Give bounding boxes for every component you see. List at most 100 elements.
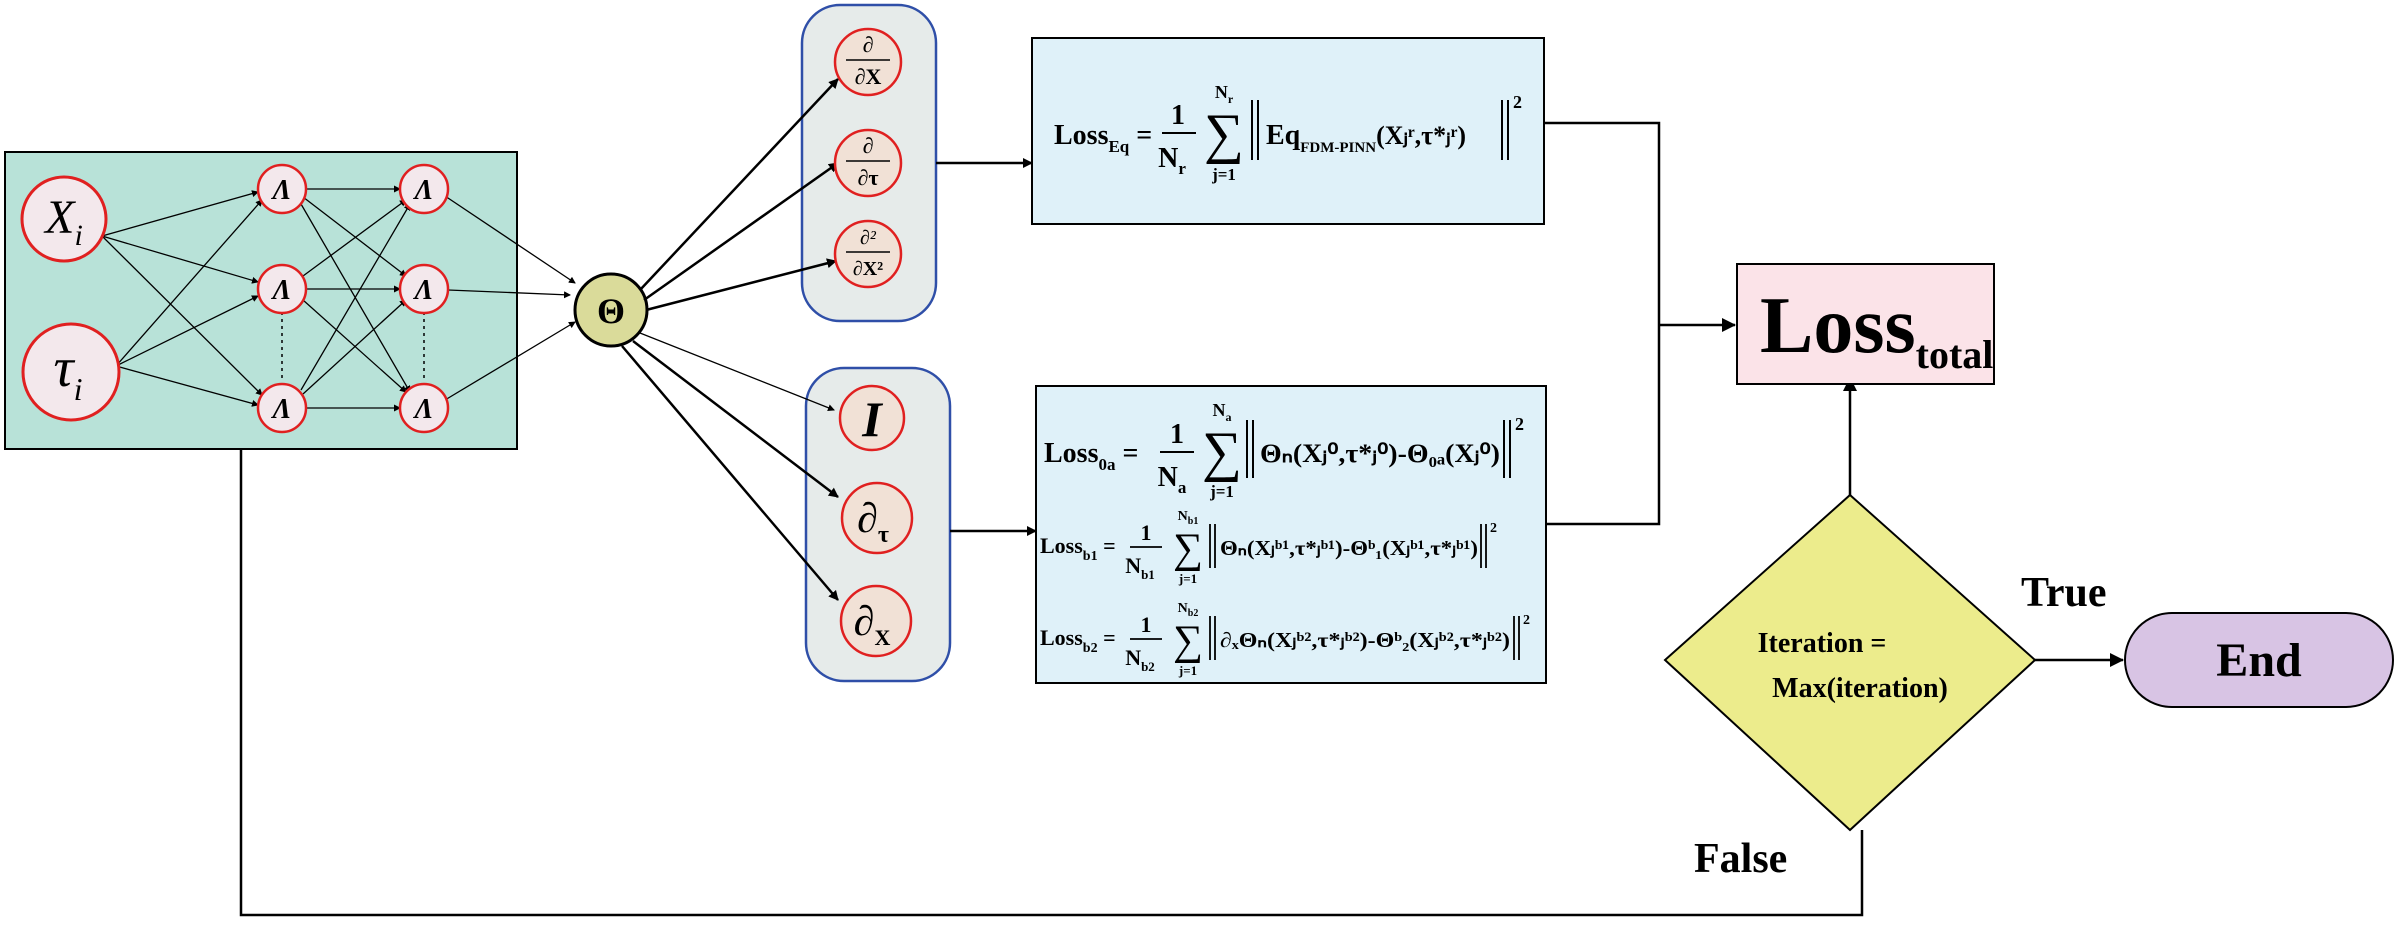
svg-text:LossEq =: LossEq = xyxy=(1054,120,1152,156)
loss-b1-sum-top: N xyxy=(1178,509,1188,524)
loss-b2-sum-top-sub: b2 xyxy=(1188,608,1199,619)
input-x-sub: i xyxy=(74,219,82,252)
svg-text:Xi: Xi xyxy=(43,191,83,252)
false-label: False xyxy=(1694,836,1787,882)
operator-node-identity: I xyxy=(838,384,906,452)
hidden-layer-1: Λ Λ Λ xyxy=(256,163,308,434)
sum-symbol: ∑ xyxy=(1173,618,1203,664)
input-tau-sub: i xyxy=(74,371,83,407)
loss-eq-body: Eq xyxy=(1266,120,1301,151)
svg-text:∂X: ∂X xyxy=(854,599,891,650)
loss-0a-sum-bottom: j=1 xyxy=(1209,482,1234,501)
op-dtau-base: ∂ xyxy=(857,496,878,542)
loss-0a-lhs: Loss xyxy=(1044,438,1099,469)
theta-arrows xyxy=(621,78,839,601)
sum-symbol: ∑ xyxy=(1173,526,1203,572)
loss-b1-body: Θₙ(Xⱼᵇ¹,τ*ⱼᵇ¹)-Θᵇ₁(Xⱼᵇ¹,τ*ⱼᵇ¹) xyxy=(1220,536,1478,560)
neuron xyxy=(398,263,450,315)
loss-b1-lhs-sub: b1 xyxy=(1083,549,1098,564)
loss-eq-sum-top-sub: r xyxy=(1228,92,1234,106)
svg-text:Na: Na xyxy=(1213,400,1232,424)
loss-b2-lhs: Loss xyxy=(1040,625,1083,650)
svg-text:Lossb2 =: Lossb2 = xyxy=(1040,625,1116,656)
neuron-label: Λ xyxy=(271,175,292,206)
input-node-tau: τi xyxy=(21,322,121,422)
loss-eq-lhs: Loss xyxy=(1054,120,1109,151)
output-node-theta: Θ xyxy=(573,272,649,348)
loss-0a-den: N xyxy=(1158,462,1178,493)
op-dtau-sub: τ xyxy=(878,522,889,548)
svg-text:Nr: Nr xyxy=(1215,82,1234,106)
output-symbol: Θ xyxy=(597,291,625,331)
input-tau-base: τ xyxy=(54,337,76,399)
loss-total-box xyxy=(1736,263,1995,385)
loss-b2-den-sub: b2 xyxy=(1141,659,1155,674)
dx2-den: ∂X² xyxy=(853,258,883,280)
neuron-label: Λ xyxy=(271,275,292,306)
loss-eq-box xyxy=(1031,37,1545,225)
loss-0a-lhs-sub: 0a xyxy=(1098,455,1116,474)
input-x-base: X xyxy=(43,191,76,244)
connector-lines xyxy=(239,121,2124,917)
neuron-label: Λ xyxy=(271,394,292,425)
loss-0a-sum-top-sub: a xyxy=(1226,410,1232,424)
loss-eq-formula: LossEq = 1 Nr Nr ∑ j=1 EqFDM-PINN(Xⱼʳ,τ*… xyxy=(1054,82,1522,184)
operator-node-dx: ∂X xyxy=(839,584,913,658)
loss-0a-body: Θₙ(Xⱼ⁰,τ*ⱼ⁰)-Θ₀ₐ(Xⱼ⁰) xyxy=(1260,439,1500,468)
loss-b2-sum-top: N xyxy=(1178,601,1188,616)
loss-0a-sum-top: N xyxy=(1213,400,1226,420)
sum-symbol: ∑ xyxy=(1204,103,1244,165)
svg-text:Nb1: Nb1 xyxy=(1178,509,1199,527)
loss-b1-den-sub: b1 xyxy=(1141,567,1155,582)
svg-text:Nr: Nr xyxy=(1158,143,1186,178)
loss-total-base: Loss xyxy=(1760,282,1916,370)
input-node-x: Xi xyxy=(20,175,108,263)
loss-eq-args: (Xⱼʳ,τ*ⱼʳ) xyxy=(1376,121,1466,150)
neuron xyxy=(256,263,308,315)
loss-bc-box xyxy=(1035,385,1547,684)
neuron-label: Λ xyxy=(413,394,434,425)
loss-0a-den-sub: a xyxy=(1178,478,1187,497)
derivative-node-dtau: ∂ ∂τ xyxy=(833,128,903,198)
loss-0a-num: 1 xyxy=(1170,419,1184,450)
loss-b1-sum-bottom: j=1 xyxy=(1178,571,1197,586)
svg-text:EqFDM-PINN(Xⱼʳ,τ*ⱼʳ): EqFDM-PINN(Xⱼʳ,τ*ⱼʳ) xyxy=(1266,120,1466,156)
network-connections xyxy=(101,185,576,412)
dx-den: ∂X xyxy=(855,64,882,89)
loss-b1-formula: Lossb1 = 1 Nb1 Nb1 ∑ j=1 Θₙ(Xⱼᵇ¹,τ*ⱼᵇ¹)-… xyxy=(1040,509,1497,586)
loss-eq-frac-den: N xyxy=(1158,143,1178,174)
dx2-num: ∂² xyxy=(860,227,877,249)
svg-text:∂τ: ∂τ xyxy=(857,496,889,548)
neuron xyxy=(398,382,450,434)
loss-0a-power: 2 xyxy=(1515,414,1524,434)
svg-text:Nb2: Nb2 xyxy=(1125,645,1155,674)
dx-num: ∂ xyxy=(863,32,874,57)
sum-symbol: ∑ xyxy=(1202,421,1242,483)
loss-b2-num: 1 xyxy=(1141,612,1152,637)
neuron xyxy=(398,163,450,215)
decision-line1: Iteration = xyxy=(1758,628,1887,659)
neuron xyxy=(256,382,308,434)
loss-total-sub: total xyxy=(1916,332,1994,377)
dtau-den: ∂τ xyxy=(857,165,878,190)
derivative-node-dx: ∂ ∂X xyxy=(833,27,903,97)
svg-text:Losstotal: Losstotal xyxy=(1760,282,1993,377)
loss-eq-frac-num: 1 xyxy=(1171,100,1185,131)
loss-eq-sum-top: N xyxy=(1215,82,1228,102)
loss-b1-power: 2 xyxy=(1490,521,1497,536)
neuron-label: Λ xyxy=(413,275,434,306)
identity-symbol: I xyxy=(861,391,883,447)
loss-b1-num: 1 xyxy=(1141,520,1152,545)
svg-text:Loss0a =: Loss0a = xyxy=(1044,438,1138,474)
svg-text:Lossb1 =: Lossb1 = xyxy=(1040,533,1116,564)
op-dx-sub: X xyxy=(874,625,890,650)
decision-line2: Max(iteration) xyxy=(1772,673,1948,704)
loss-b2-formula: Lossb2 = 1 Nb2 Nb2 ∑ j=1 ∂ₓΘₙ(Xⱼᵇ²,τ*ⱼᵇ²… xyxy=(1040,601,1530,678)
svg-text:Na: Na xyxy=(1158,462,1187,497)
loss-eq-power: 2 xyxy=(1513,92,1522,112)
op-dx-base: ∂ xyxy=(854,599,875,645)
neuron-label: Λ xyxy=(413,175,434,206)
network-ellipsis xyxy=(281,312,425,382)
loss-b1-den: N xyxy=(1125,553,1141,578)
